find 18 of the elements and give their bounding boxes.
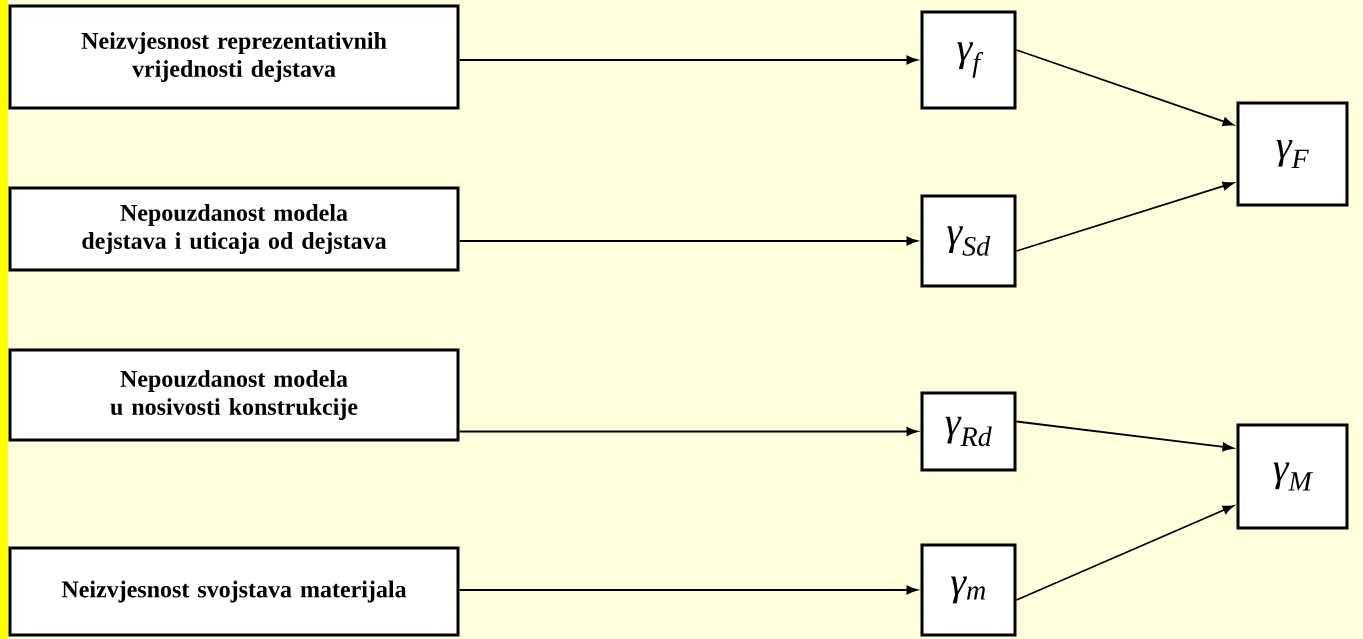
- arrow: [458, 236, 918, 246]
- cause-box: Neizvjesnost reprezentativnih vrijednosti dejstava: [8, 4, 460, 110]
- cause-box: Nepouzdanost modela u nosivosti konstrukcije: [8, 348, 460, 442]
- cause-box: Neizvjesnost svojstava materijala: [8, 546, 460, 637]
- factor-box: γ$_{Sd}$: [920, 194, 1017, 288]
- arrow: [1015, 49, 1234, 126]
- factor-box: γ$_{f}$: [920, 10, 1017, 110]
- factor-box: γ$_{m}$: [920, 543, 1017, 637]
- arrow: [1015, 505, 1234, 601]
- arrow: [1015, 181, 1234, 252]
- arrow: [1015, 420, 1234, 452]
- total-factor-box: γ$_{F}$: [1236, 101, 1349, 207]
- factor-box: γ$_{Rd}$: [920, 391, 1017, 472]
- arrow: [458, 427, 918, 436]
- total-factor-box: γ$_{M}$: [1236, 423, 1349, 530]
- cause-box: Nepouzdanost modela dejstava i uticaja od dejstava: [8, 186, 460, 272]
- arrow: [458, 585, 918, 595]
- arrow: [458, 55, 918, 65]
